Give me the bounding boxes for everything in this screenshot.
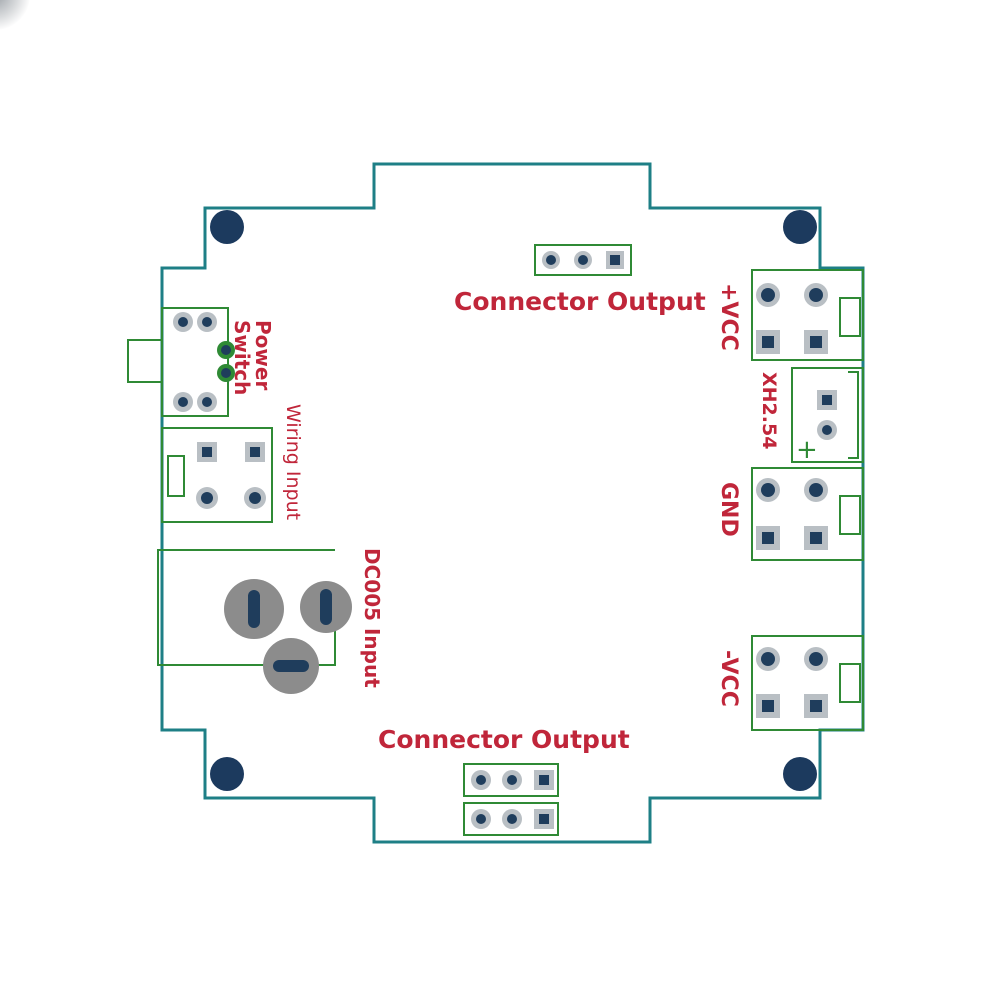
dc005-barrel-jack [157, 549, 352, 694]
connector-output-top-label: Connector Output [454, 287, 706, 316]
dc005-input-label: DC005 Input [360, 548, 384, 688]
power-switch-label-line2: Switch [230, 320, 254, 395]
connector-output-bottom-label: Connector Output [378, 725, 630, 754]
mount-hole-top-left [210, 210, 244, 244]
vcc-negative-label: -VCC [716, 650, 741, 707]
mount-hole-bottom-left [210, 757, 244, 791]
mount-hole-bottom-right [783, 757, 817, 791]
connector-output-bottom-header-1 [463, 763, 559, 797]
mount-hole-top-right [783, 210, 817, 244]
vcc-negative-terminal [751, 635, 864, 731]
gnd-terminal [751, 467, 864, 561]
xh254-plus-mark: + [796, 435, 818, 465]
connector-output-top-header [534, 244, 632, 276]
gnd-label: GND [716, 482, 741, 537]
xh254-connector [791, 367, 864, 463]
wiring-input-label: Wiring Input [282, 404, 304, 520]
xh254-label: XH2.54 [758, 372, 780, 449]
wiring-input-terminal [161, 427, 273, 523]
vcc-positive-label: +VCC [716, 283, 741, 351]
vcc-positive-terminal [751, 269, 864, 361]
connector-output-bottom-header-2 [463, 802, 559, 836]
board-outline [160, 162, 865, 844]
power-switch [127, 307, 235, 417]
power-switch-label-line1: Power [251, 320, 275, 390]
